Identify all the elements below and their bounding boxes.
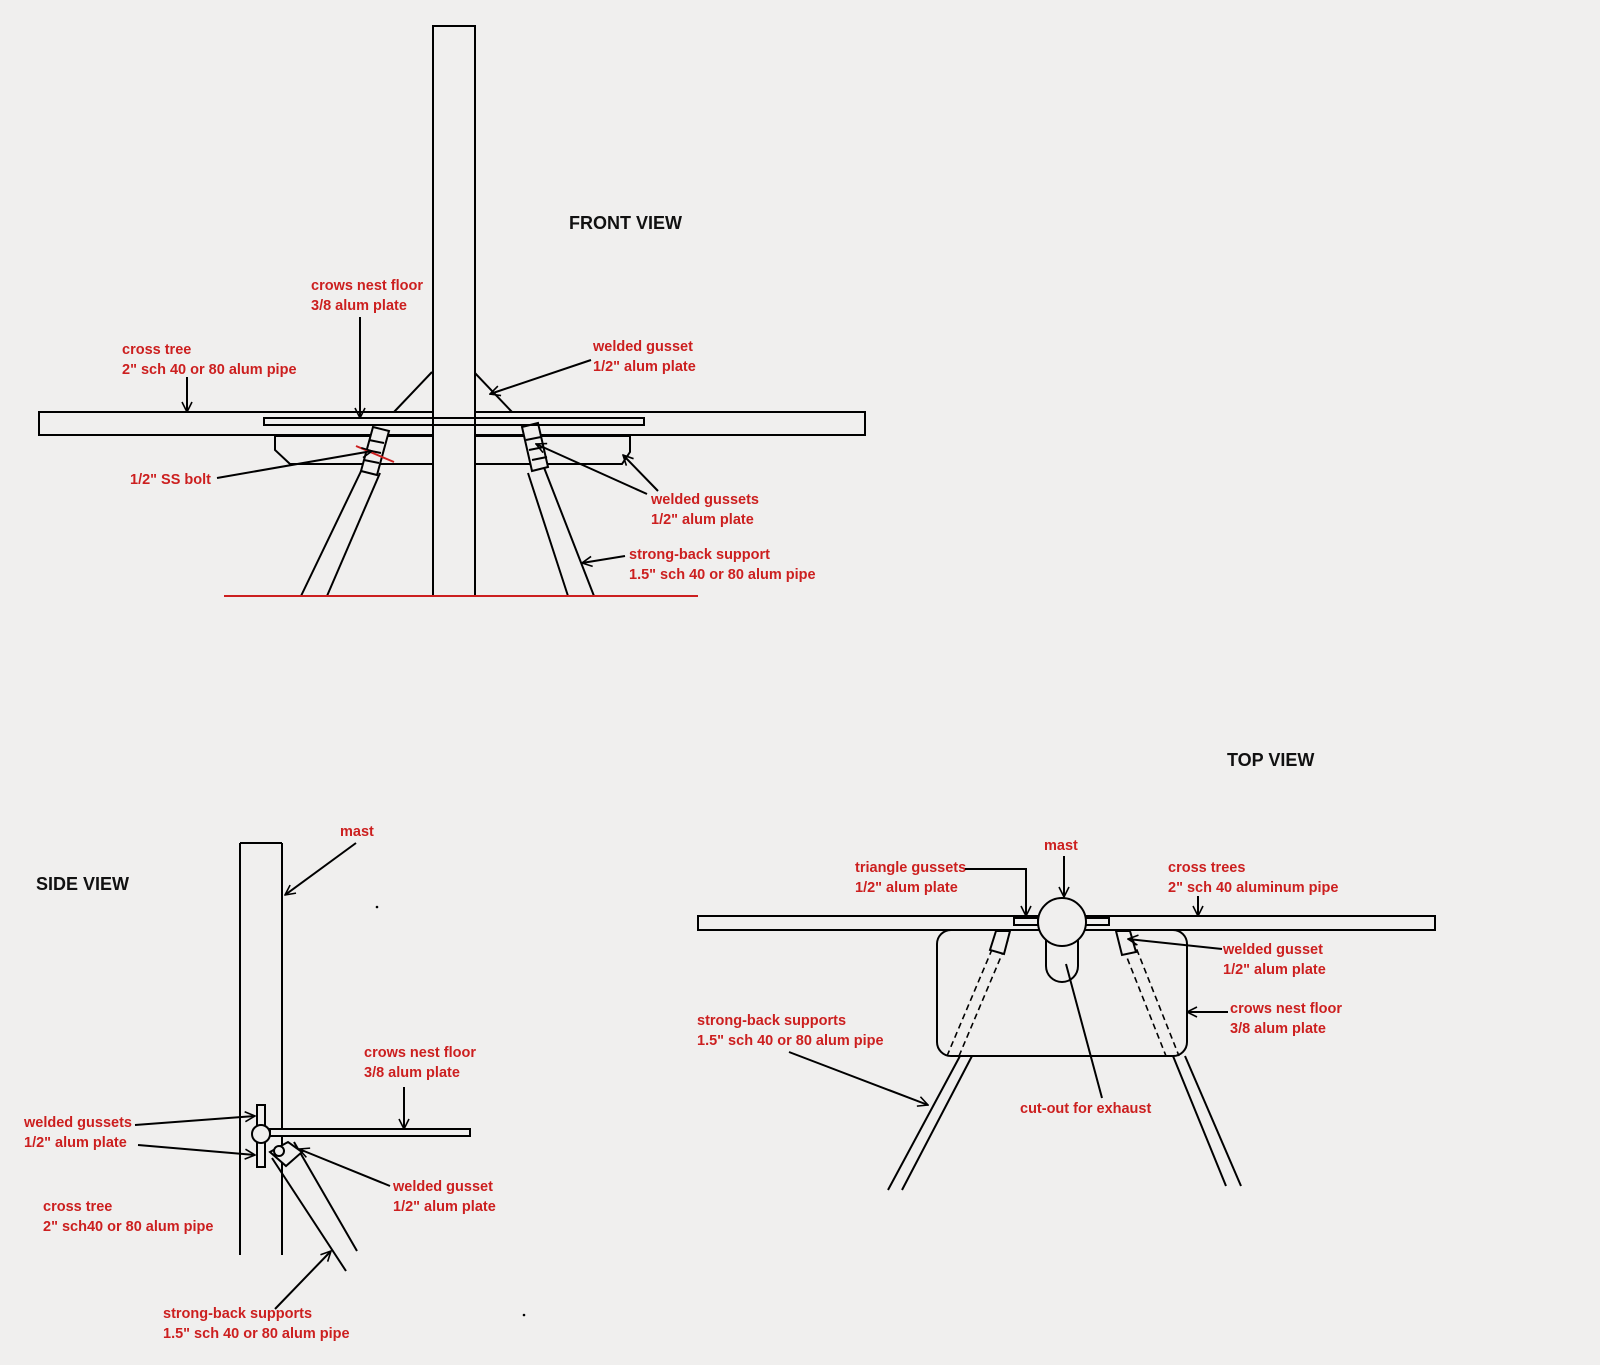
side-strong-back bbox=[271, 1157, 347, 1272]
top-strong-back-label: strong-back supports 1.5" sch 40 or 80 a… bbox=[697, 1013, 884, 1049]
top-support-arrow bbox=[788, 1051, 928, 1105]
side-crows-nest-floor bbox=[269, 1128, 471, 1137]
top-exhaust-leader bbox=[1065, 963, 1103, 1099]
side-welded-gusset-label: welded gusset 1/2" alum plate bbox=[392, 1179, 497, 1215]
top-left-support bbox=[901, 1055, 973, 1191]
front-right-tab-hatch bbox=[525, 436, 542, 441]
side-pin bbox=[273, 1145, 285, 1157]
side-view: SIDE VIEW mast crows nest floor 3/8 alum… bbox=[23, 824, 497, 1342]
top-right-support-hidden bbox=[1119, 939, 1167, 1057]
front-bolt-arrow bbox=[216, 451, 372, 479]
top-view-title: TOP VIEW bbox=[1227, 750, 1314, 770]
top-right-support bbox=[1172, 1055, 1227, 1187]
front-left-support bbox=[300, 464, 365, 597]
front-strong-back-label: strong-back support 1.5" sch 40 or 80 al… bbox=[629, 547, 816, 583]
top-left-support bbox=[887, 1055, 961, 1191]
top-view: TOP VIEW mast triangle gussets 1/2" alum… bbox=[522, 750, 1436, 1317]
side-strong-back-label: strong-back supports 1.5" sch 40 or 80 a… bbox=[163, 1306, 350, 1342]
front-crows-nest-floor-label: crows nest floor 3/8 alum plate bbox=[311, 278, 427, 314]
stray-dot bbox=[375, 905, 379, 909]
side-mast-label: mast bbox=[340, 824, 374, 840]
front-cross-tree-label: cross tree 2" sch 40 or 80 alum pipe bbox=[122, 342, 297, 378]
top-crows-nest-floor-label: crows nest floor 3/8 alum plate bbox=[1230, 1001, 1346, 1037]
front-ss-bolt-label: 1/2" SS bolt bbox=[130, 472, 211, 488]
side-view-title: SIDE VIEW bbox=[36, 874, 129, 894]
top-mast-label: mast bbox=[1044, 838, 1078, 854]
side-cross-tree bbox=[251, 1124, 271, 1144]
side-gussets-arrow-a bbox=[134, 1116, 255, 1126]
stray-dot bbox=[522, 1313, 526, 1317]
top-left-support-hidden bbox=[958, 939, 1009, 1057]
top-mast bbox=[1037, 897, 1087, 947]
top-triangle-gusset-arrow bbox=[965, 868, 1026, 916]
front-mast bbox=[432, 25, 476, 597]
top-right-support-hidden bbox=[1132, 939, 1180, 1057]
side-cross-tree-label: cross tree 2" sch40 or 80 alum pipe bbox=[43, 1199, 213, 1235]
side-support-arrow bbox=[274, 1251, 331, 1310]
side-mast-arrow bbox=[285, 842, 357, 895]
top-exhaust-label: cut-out for exhaust bbox=[1020, 1101, 1151, 1117]
top-gusset-arrow bbox=[1128, 939, 1223, 950]
top-right-support bbox=[1184, 1055, 1242, 1187]
front-left-support bbox=[326, 472, 381, 597]
front-gussets-arrow-a bbox=[536, 444, 648, 495]
front-right-tab-hatch bbox=[531, 456, 548, 461]
top-exhaust-cutout bbox=[1045, 939, 1079, 983]
side-crows-nest-floor-label: crows nest floor 3/8 alum plate bbox=[364, 1045, 480, 1081]
side-gusset-arrow bbox=[299, 1149, 391, 1187]
side-gussets-arrow-b bbox=[137, 1144, 255, 1155]
front-view: FRONT VIEW crows nest floor bbox=[38, 25, 866, 597]
front-floor-overlay bbox=[263, 417, 645, 426]
front-left-gusset bbox=[393, 371, 433, 413]
front-support-arrow bbox=[582, 555, 626, 563]
front-gusset-arrow bbox=[490, 359, 592, 394]
side-strong-back bbox=[293, 1141, 358, 1252]
front-welded-gusset-label: welded gusset 1/2" alum plate bbox=[592, 339, 697, 375]
front-left-tab-hatch bbox=[363, 459, 380, 464]
top-cross-trees-label: cross trees 2" sch 40 aluminum pipe bbox=[1168, 860, 1338, 896]
top-triangle-gusset bbox=[1013, 917, 1039, 926]
top-triangle-gusset bbox=[1084, 917, 1110, 926]
side-welded-gussets-label: welded gussets 1/2" alum plate bbox=[23, 1115, 136, 1151]
front-left-tab-hatch bbox=[368, 439, 385, 444]
front-welded-gussets-label: welded gussets 1/2" alum plate bbox=[650, 492, 763, 528]
front-view-title: FRONT VIEW bbox=[569, 213, 682, 233]
top-welded-gusset-label: welded gusset 1/2" alum plate bbox=[1222, 942, 1327, 978]
front-right-support bbox=[542, 464, 595, 597]
front-right-support bbox=[527, 472, 569, 597]
top-left-support-hidden bbox=[946, 939, 997, 1057]
top-triangle-gussets-label: triangle gussets 1/2" alum plate bbox=[855, 860, 970, 896]
front-gussets-arrow-b bbox=[623, 455, 659, 492]
